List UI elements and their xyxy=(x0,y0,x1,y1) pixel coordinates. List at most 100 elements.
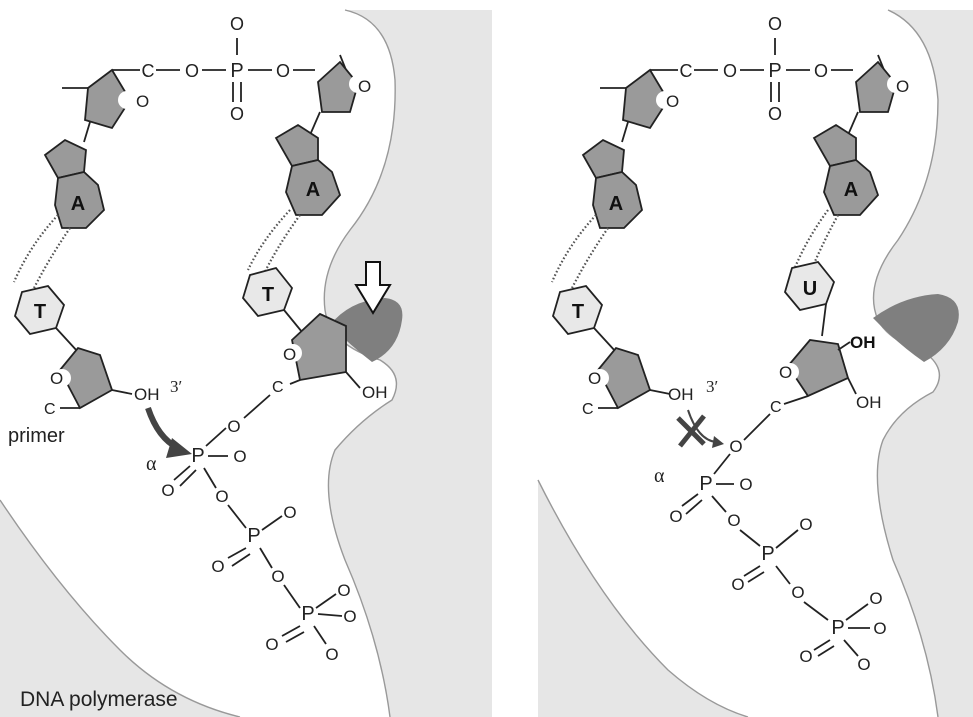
svg-text:C: C xyxy=(272,379,284,396)
svg-text:P: P xyxy=(301,603,314,625)
svg-text:P: P xyxy=(699,473,712,495)
svg-text:O: O xyxy=(233,447,246,466)
svg-text:U: U xyxy=(803,278,817,300)
svg-text:O: O xyxy=(271,567,284,586)
svg-text:P: P xyxy=(191,445,204,467)
triphosphate-chain-r: O α P O O O P O O O P O O xyxy=(654,413,887,674)
svg-text:O: O xyxy=(791,583,804,602)
svg-text:O: O xyxy=(265,635,278,654)
carbon-label: C xyxy=(142,61,155,81)
svg-text:C: C xyxy=(44,401,56,418)
svg-text:O: O xyxy=(588,369,601,388)
enzyme-surface-left-r xyxy=(538,480,748,717)
svg-text:O: O xyxy=(227,417,240,436)
svg-text:T: T xyxy=(572,301,584,323)
svg-text:O: O xyxy=(729,437,742,456)
primer-sugar: O C OH 3′ xyxy=(44,346,182,418)
svg-text:α: α xyxy=(146,453,157,475)
svg-text:O: O xyxy=(276,61,290,81)
svg-text:OH: OH xyxy=(850,333,876,352)
sugar-top-left: O xyxy=(62,68,149,143)
backbone-phosphate-top: C O P O O O xyxy=(112,14,315,124)
svg-text:OH: OH xyxy=(362,383,388,402)
steric-gate-r xyxy=(873,294,959,362)
base-thymine-bottom-left-r: T xyxy=(552,284,617,353)
svg-text:C: C xyxy=(680,61,693,81)
svg-text:O: O xyxy=(896,77,909,96)
svg-text:P: P xyxy=(761,543,774,565)
svg-text:O: O xyxy=(230,104,244,124)
svg-text:O: O xyxy=(799,515,812,534)
svg-text:OH: OH xyxy=(134,385,160,404)
svg-text:O: O xyxy=(136,92,149,111)
svg-text:OH: OH xyxy=(856,393,882,412)
primer-sugar-r: O C OH 3′ xyxy=(582,346,718,418)
svg-text:T: T xyxy=(34,301,46,323)
incoming-sugar: O OH C xyxy=(272,312,388,402)
sugar-top-right: O xyxy=(309,54,371,136)
base-adenine-top-left-r: A xyxy=(581,138,643,229)
svg-text:O: O xyxy=(337,581,350,600)
svg-text:O: O xyxy=(739,475,752,494)
svg-text:O: O xyxy=(161,481,174,500)
incoming-ribose: O OH OH C xyxy=(770,333,882,416)
svg-text:O: O xyxy=(669,507,682,526)
svg-text:O: O xyxy=(768,14,782,34)
phosphorus-label: P xyxy=(230,60,243,82)
svg-text:3′: 3′ xyxy=(170,377,182,396)
svg-text:O: O xyxy=(325,645,338,664)
svg-text:O: O xyxy=(50,369,63,388)
steric-gate xyxy=(330,298,403,362)
svg-text:3′: 3′ xyxy=(706,377,718,396)
svg-text:O: O xyxy=(283,503,296,522)
nucleophilic-attack-arrow xyxy=(145,407,192,458)
sugar-top-right-r: O xyxy=(847,54,909,136)
svg-text:O: O xyxy=(723,61,737,81)
right-panel: C O P O O O O O xyxy=(537,9,973,717)
svg-text:O: O xyxy=(768,104,782,124)
svg-text:O: O xyxy=(857,655,870,674)
svg-text:O: O xyxy=(869,589,882,608)
sugar-top-left-r: O xyxy=(600,68,679,143)
svg-text:O: O xyxy=(779,363,792,382)
svg-text:P: P xyxy=(768,60,781,82)
svg-text:O: O xyxy=(343,607,356,626)
svg-text:O: O xyxy=(215,487,228,506)
svg-text:O: O xyxy=(283,345,296,364)
svg-text:O: O xyxy=(666,92,679,111)
triphosphate-chain: α P O O O O P O O O P O O xyxy=(146,394,357,664)
svg-text:O: O xyxy=(814,61,828,81)
left-panel: C O P O O O O O xyxy=(0,9,492,717)
base-adenine-top-right-r: A xyxy=(812,123,880,216)
svg-text:O: O xyxy=(358,77,371,96)
svg-text:C: C xyxy=(582,401,594,418)
svg-text:O: O xyxy=(731,575,744,594)
base-thymine-bottom-left: T xyxy=(14,284,79,353)
svg-text:T: T xyxy=(262,284,274,306)
svg-text:P: P xyxy=(247,525,260,547)
backbone-phosphate-top-r: C O P O O O xyxy=(650,14,853,124)
base-thymine-bottom-right: T xyxy=(241,266,303,333)
svg-text:A: A xyxy=(306,179,320,201)
base-adenine-top-left: A xyxy=(43,138,105,229)
svg-text:O: O xyxy=(799,647,812,666)
cross-icon xyxy=(676,409,724,448)
enzyme-surface-right-r xyxy=(873,10,973,717)
svg-text:O: O xyxy=(211,557,224,576)
primer-label: primer xyxy=(8,425,65,447)
svg-text:O: O xyxy=(185,61,199,81)
base-uracil-bottom-right: U xyxy=(784,260,836,337)
svg-text:A: A xyxy=(71,193,85,215)
base-adenine-top-right: A xyxy=(274,123,342,216)
svg-text:A: A xyxy=(609,193,623,215)
svg-text:A: A xyxy=(844,179,858,201)
enzyme-surface-left xyxy=(0,500,240,717)
svg-text:O: O xyxy=(230,14,244,34)
down-arrow-icon xyxy=(354,261,392,315)
svg-text:α: α xyxy=(654,465,665,487)
enzyme-label: DNA polymerase xyxy=(20,688,178,711)
svg-text:C: C xyxy=(770,399,782,416)
svg-text:O: O xyxy=(727,511,740,530)
